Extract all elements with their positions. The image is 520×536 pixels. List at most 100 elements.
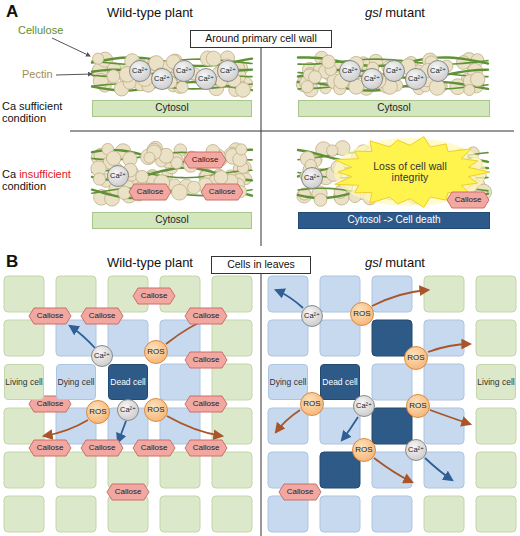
callose-hexagon-shape	[81, 308, 123, 324]
node-text: Callose	[193, 356, 220, 364]
label-box: Cells in leaves	[211, 256, 311, 274]
dying-cell: Dying cell	[56, 364, 96, 400]
calcium-arrow	[342, 417, 358, 440]
divider-line	[261, 274, 262, 536]
pectin-bead	[176, 81, 188, 93]
ros-circle: ROS	[406, 394, 430, 418]
leaf-cell	[320, 320, 360, 356]
ros-circle: ROS	[404, 346, 428, 370]
leaf-cell	[108, 496, 148, 532]
calcium-arrow	[118, 421, 126, 442]
callose-hexagon-shape	[185, 396, 227, 412]
leaf-cell	[424, 276, 464, 312]
leader-line	[56, 74, 92, 75]
callose-hexagon: Callose	[185, 396, 227, 412]
leaf-cell	[424, 364, 464, 400]
node-text: Callose	[287, 488, 314, 496]
callose-hexagon-shape	[201, 184, 243, 200]
node-text: Dead cell	[110, 378, 145, 387]
callose-hexagon: Callose	[81, 440, 123, 456]
cytosol-bar: Cytosol	[298, 100, 490, 117]
pectin-bead	[93, 173, 105, 185]
leaf-cell	[212, 452, 252, 488]
leaf-cell	[56, 276, 96, 312]
ros-arrow	[430, 410, 470, 424]
leaf-cell	[320, 496, 360, 532]
node-text: ROS	[353, 310, 370, 318]
cell-wall	[92, 51, 253, 97]
node-text: Callose	[115, 488, 142, 496]
starburst-shape	[335, 137, 490, 208]
node-text: Callose	[89, 312, 116, 320]
node-text: Ca²⁺	[120, 406, 136, 414]
leaf-cell	[372, 452, 412, 488]
callose-hexagon: Callose	[129, 184, 171, 200]
node-text: Cytosol	[377, 103, 410, 114]
node-text: Callose	[193, 400, 220, 408]
callose-hexagon: Callose	[107, 484, 149, 500]
word: gsl	[365, 255, 385, 270]
leaf-cell	[476, 496, 516, 532]
calcium-ion: Ca²⁺	[405, 68, 427, 90]
ros-circle: ROS	[352, 438, 376, 462]
node-text: Callose	[37, 400, 64, 408]
node-text: Callose	[37, 444, 64, 452]
node-text: Callose	[193, 444, 220, 452]
pectin-bead	[136, 170, 149, 183]
calcium-arrow	[70, 326, 95, 348]
node-text: ROS	[409, 402, 426, 410]
calcium-ion: Ca²⁺	[353, 395, 375, 417]
node-text: Ca²⁺	[132, 67, 148, 75]
leaf-cell	[424, 452, 464, 488]
leaf-cell	[268, 452, 308, 488]
leaf-cell	[268, 276, 308, 312]
node-text: Loss of cell wall integrity	[362, 161, 458, 183]
column-heading: Wild-type plant	[50, 256, 250, 271]
ros-circle: ROS	[300, 392, 324, 416]
leaf-cell	[108, 452, 148, 488]
calcium-ion: Ca²⁺	[405, 439, 427, 461]
calcium-ion: Ca²⁺	[339, 60, 361, 82]
pectin-bead	[93, 53, 104, 64]
ros-arrow	[428, 344, 470, 352]
leaf-cell	[56, 496, 96, 532]
node-text: Callose	[37, 312, 64, 320]
callose-hexagon-shape	[279, 484, 321, 500]
ros-arrow	[276, 410, 300, 432]
callose-hexagon: Callose	[133, 440, 175, 456]
node-text: ROS	[355, 446, 372, 454]
pectin-bead	[107, 70, 120, 83]
calcium-ion: Ca²⁺	[173, 60, 195, 82]
leaf-cell	[212, 364, 252, 400]
callose-hexagon-shape	[133, 440, 175, 456]
ros-circle: ROS	[350, 302, 374, 326]
cytosol-bar: Cytosol	[92, 100, 252, 117]
calcium-ion: Ca²⁺	[195, 68, 217, 90]
node-text: Callose	[89, 444, 116, 452]
calcium-ion: Ca²⁺	[107, 165, 129, 187]
node-text: Ca²⁺	[364, 75, 380, 83]
node-text: Ca²⁺	[110, 172, 126, 180]
node-text: Ca²⁺	[430, 67, 446, 75]
cell-death-bar: Cytosol -> Cell death	[298, 212, 490, 229]
node-text: Cytosol -> Cell death	[347, 215, 440, 226]
node-text: ROS	[407, 354, 424, 362]
node-text: Callose	[141, 444, 168, 452]
calcium-ion: Ca²⁺	[151, 68, 173, 90]
leaf-cell	[268, 408, 308, 444]
callose-hexagon-shape	[107, 484, 149, 500]
callose-hexagon: Callose	[133, 288, 175, 304]
leaf-cell	[4, 276, 44, 312]
pectin-bead	[144, 152, 155, 163]
word: mutant	[385, 255, 425, 270]
node-text: Ca²⁺	[356, 402, 372, 410]
leaf-cell	[212, 276, 252, 312]
ros-circle: ROS	[144, 340, 168, 364]
label-box: Around primary cell wall	[190, 30, 332, 48]
callose-hexagon-shape	[185, 352, 227, 368]
node-text: Callose	[192, 156, 219, 164]
leaf-cell	[160, 364, 200, 400]
node-text: ROS	[303, 400, 320, 408]
leaf-cell	[4, 320, 44, 356]
pectin-bead	[471, 72, 485, 86]
